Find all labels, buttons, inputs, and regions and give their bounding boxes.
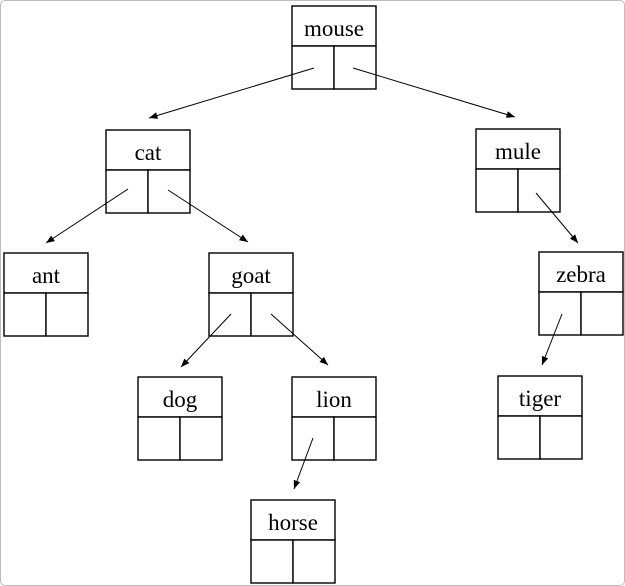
node-left-pointer-cell [137,416,181,461]
tree-node-cat: cat [105,129,191,214]
node-left-pointer-cell [475,168,519,213]
edge-goat-right-lion [270,313,329,366]
node-label-box [105,129,191,171]
tree-node-zebra: zebra [538,251,624,336]
node-left-pointer-cell [250,539,294,584]
node-label: ant [32,263,61,288]
node-label: lion [316,387,352,412]
tree-node-goat: goat [208,252,294,337]
tree-node-dog: dog [137,376,223,461]
tree-node-tiger: tiger [497,375,583,460]
node-label-box [497,375,583,417]
node-label-box [538,251,624,293]
node-right-pointer-cell [580,291,624,336]
node-label: dog [163,387,198,412]
node-right-pointer-cell [517,168,561,213]
node-label-box [3,252,89,294]
node-left-pointer-cell [497,415,541,460]
node-left-pointer-cell [105,169,149,214]
tree-node-horse: horse [250,499,336,584]
node-label: horse [268,510,318,535]
node-label: mouse [304,16,364,41]
tree-node-mule: mule [475,128,561,213]
node-label-box [291,376,377,418]
node-right-pointer-cell [45,292,89,337]
edge-goat-left-dog [180,313,232,368]
edge-cat-left-ant [45,188,129,244]
edge-lion-left-horse [293,437,314,490]
edge-cat-right-goat [167,189,249,243]
edge-zebra-left-tiger [541,313,563,366]
tree-node-lion: lion [291,376,377,461]
node-label: tiger [519,386,561,411]
node-label-box [291,5,377,47]
node-right-pointer-cell [292,539,336,584]
node-right-pointer-cell [333,45,377,90]
edge-mule-right-zebra [535,192,579,244]
node-left-pointer-cell [538,291,582,336]
node-label: mule [495,139,541,164]
tree-node-mouse: mouse [291,5,377,90]
node-label-box [137,376,223,418]
node-label: goat [231,263,271,288]
node-label: zebra [556,262,606,287]
edge-mouse-right-mule [352,67,516,118]
edge-mouse-left-cat [148,67,315,119]
node-right-pointer-cell [147,169,191,214]
node-left-pointer-cell [3,292,47,337]
node-right-pointer-cell [333,416,377,461]
node-right-pointer-cell [539,415,583,460]
node-right-pointer-cell [179,416,223,461]
node-label: cat [135,140,162,165]
node-left-pointer-cell [291,45,335,90]
tree-node-ant: ant [3,252,89,337]
node-label-box [250,499,336,541]
